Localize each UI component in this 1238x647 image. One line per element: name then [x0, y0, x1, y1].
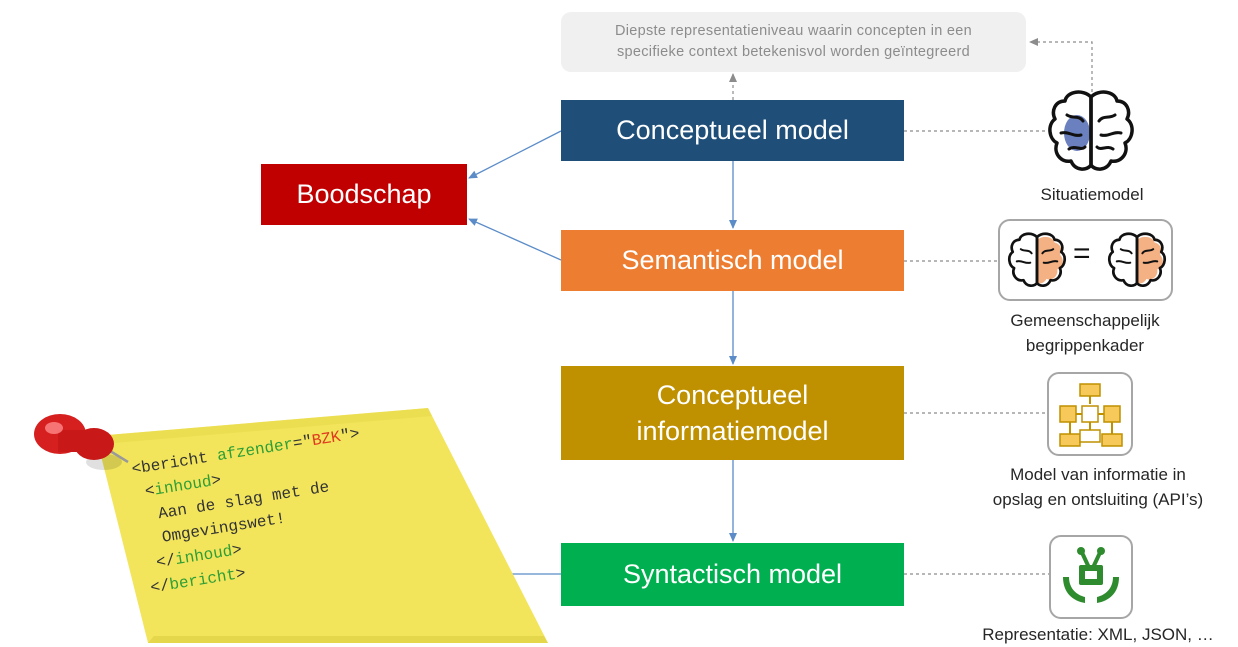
brain-icon — [1048, 90, 1134, 171]
informatie-line-2: opslag en ontsluiting (API’s) — [992, 490, 1204, 509]
xml-bracket: > — [210, 471, 223, 491]
conceptueel-model-box: Conceptueel model — [561, 100, 904, 161]
representation-icon-box — [1049, 535, 1133, 619]
begrippenkader-line-1: Gemeenschappelijk — [1010, 311, 1160, 330]
begrippenkader-line-2: begrippenkader — [1025, 336, 1145, 355]
informatie-line-1: Model van informatie in — [1010, 465, 1186, 484]
syntactisch-model-label: Syntactisch model — [622, 559, 843, 589]
deepest-level-description: Diepste representatieniveau waarin conce… — [561, 12, 1026, 72]
brain-icon — [1108, 232, 1166, 287]
flowchart-icon — [1059, 383, 1123, 447]
description-line-1: Diepste representatieniveau waarin conce… — [614, 23, 973, 39]
informatiemodel-label-line-1: Conceptueel — [656, 380, 809, 410]
shared-concepts-icon-box: = — [998, 219, 1173, 301]
brain-icon — [1008, 232, 1066, 287]
arrow-semantic-to-boodschap — [468, 218, 562, 261]
boodschap-label: Boodschap — [296, 179, 432, 209]
xml-tag-end: "> — [339, 424, 361, 446]
informatiemodel-label-line-2: informatiemodel — [636, 416, 829, 446]
boodschap-box: Boodschap — [261, 164, 467, 225]
equals-sign: = — [1073, 237, 1091, 270]
informatie-label: Model van informatie in opslag en ontslu… — [958, 462, 1238, 512]
hands-tools-icon — [1063, 547, 1119, 603]
begrippenkader-label: Gemeenschappelijk begrippenkader — [990, 308, 1180, 358]
conceptueel-model-label: Conceptueel model — [616, 115, 849, 145]
sticky-note-illustration — [34, 408, 548, 643]
representatie-label: Representatie: XML, JSON, … — [982, 625, 1214, 644]
xml-attr-value: BZK — [310, 427, 342, 451]
xml-bracket: > — [230, 540, 244, 561]
arrow-concept-to-boodschap — [468, 130, 562, 179]
conceptueel-informatiemodel-box: Conceptueel informatiemodel — [561, 366, 904, 460]
pushpin-icon — [34, 414, 129, 470]
situatiemodel-label: Situatiemodel — [1040, 185, 1144, 204]
description-line-2: specifieke context betekenisvol worden g… — [616, 44, 971, 60]
information-model-icon-box — [1047, 372, 1133, 456]
dashed-situatie-to-desc — [1029, 38, 1093, 92]
semantisch-model-box: Semantisch model — [561, 230, 904, 291]
semantisch-model-label: Semantisch model — [621, 245, 844, 275]
xml-bracket: > — [234, 564, 247, 584]
syntactisch-model-box: Syntactisch model — [561, 543, 904, 606]
